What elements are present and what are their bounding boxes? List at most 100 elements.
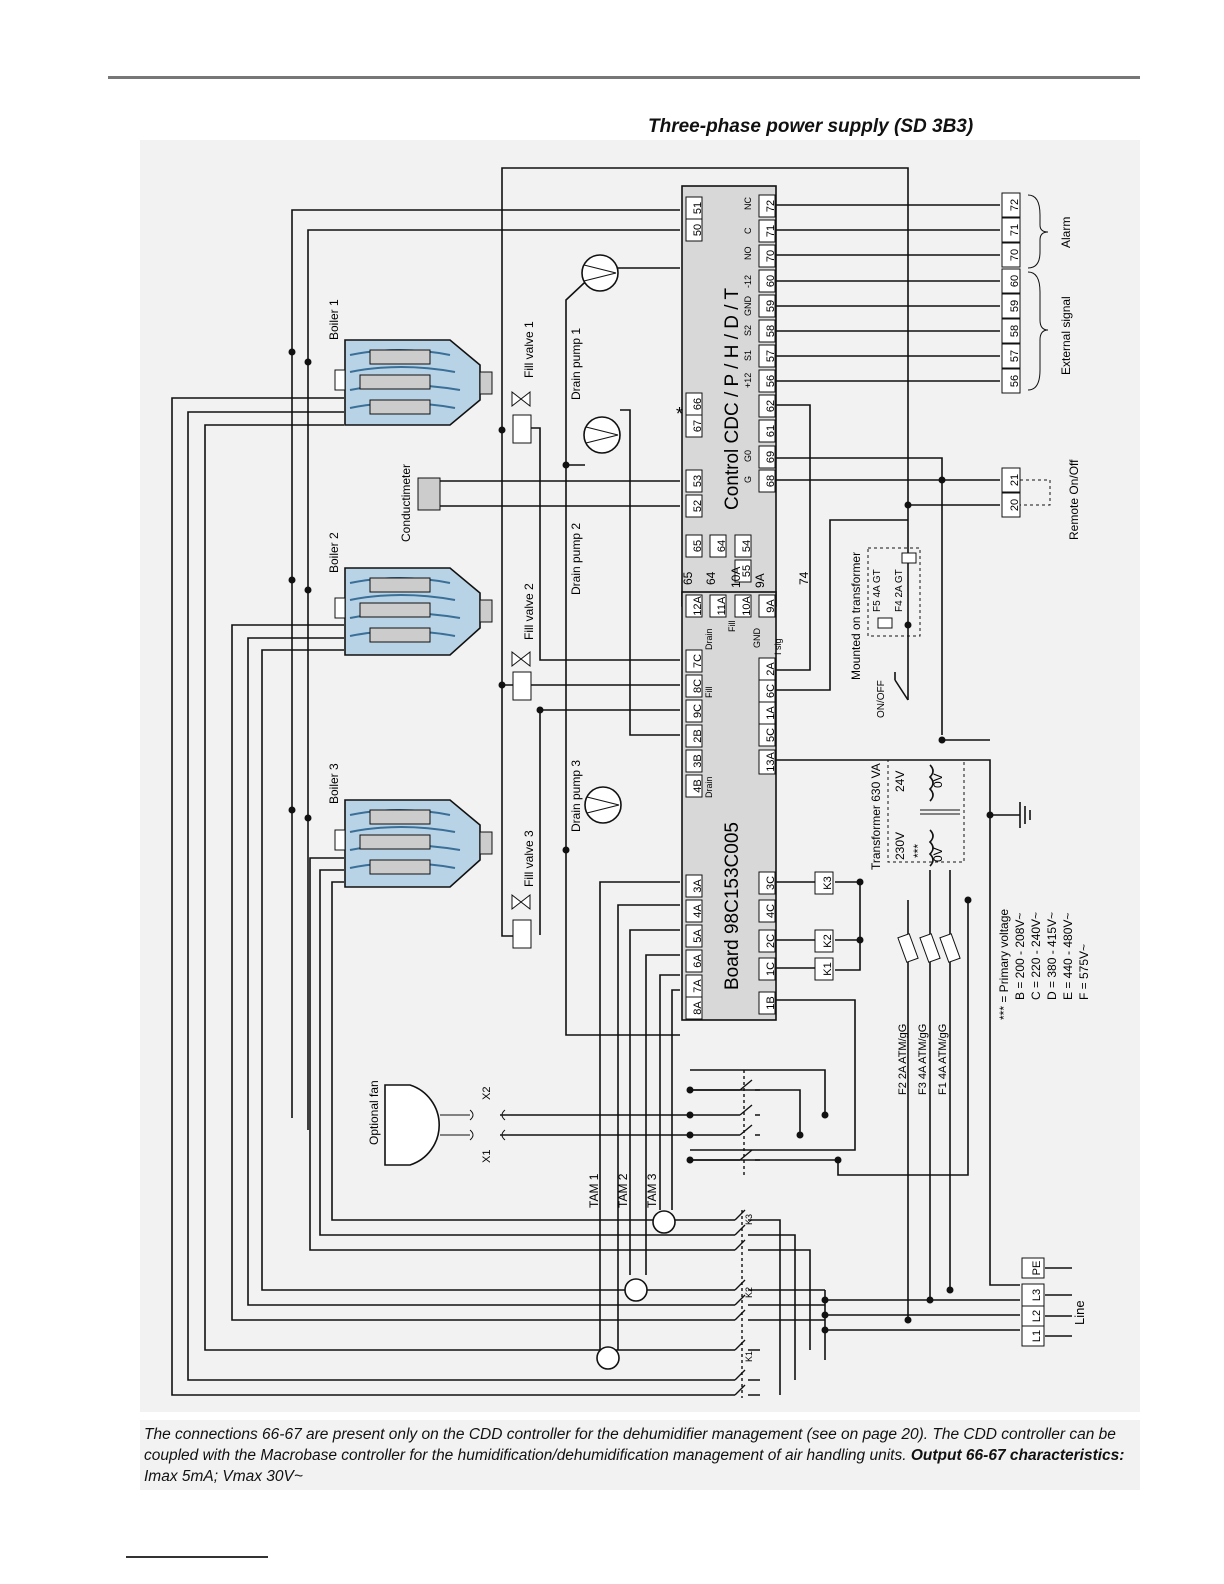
terminal: 51 <box>685 196 704 220</box>
terminal: 55 <box>734 559 753 583</box>
caption-gnd: GND <box>743 296 753 317</box>
tam-3-label: TAM 3 <box>645 1173 659 1208</box>
boiler-3 <box>334 799 493 888</box>
fuse-f1 <box>939 933 961 963</box>
terminal-label: L2 <box>1031 1310 1043 1322</box>
terminal: 72 <box>758 194 777 218</box>
mounted-on-transformer-label: Mounted on transformer <box>849 552 863 680</box>
terminal: 3B <box>685 749 704 773</box>
terminal: 58 <box>758 319 777 343</box>
alarm-label: Alarm <box>1059 217 1073 248</box>
boiler-3-label: Boiler 3 <box>327 763 341 804</box>
terminal-label: 69 <box>765 451 777 463</box>
terminal-label: 66 <box>692 398 704 410</box>
terminal: 2A <box>758 657 777 681</box>
fill-valve-3 <box>511 893 532 949</box>
terminal-label: 13A <box>765 752 777 772</box>
terminal: 56 <box>758 369 777 393</box>
terminal-label: 62 <box>765 400 777 412</box>
terminal-label: 56 <box>1009 375 1021 387</box>
f3-label: F3 4A ATM/gG <box>917 1024 929 1095</box>
terminal-label: 54 <box>741 540 753 552</box>
relay-label: K1 <box>822 962 834 975</box>
terminal-label: 2B <box>692 729 704 742</box>
label-74: 74 <box>797 571 811 585</box>
isig-label: I sig <box>773 638 783 655</box>
terminal: 3C <box>758 871 777 895</box>
label-65: 65 <box>681 571 695 585</box>
terminal: 71 <box>1001 217 1021 243</box>
contactor-k3-label: K3 <box>744 1214 754 1225</box>
caption-nc: NC <box>743 197 753 210</box>
fill-valve-3-label: Fill valve 3 <box>522 830 536 887</box>
terminal-label: 65 <box>692 540 704 552</box>
terminal-label: 8A <box>692 1001 704 1015</box>
terminal: 5C <box>758 723 777 747</box>
terminal-label: 71 <box>1009 224 1021 236</box>
terminal: 60 <box>758 269 777 293</box>
terminal-label: 1A <box>765 706 777 720</box>
footnote-caption: The connections 66-67 are present only o… <box>140 1420 1140 1490</box>
ground-icon <box>1019 802 1031 828</box>
terminal-label: 68 <box>765 475 777 487</box>
remote-onoff-label: Remote On/Off <box>1067 459 1081 540</box>
terminal-label: 71 <box>765 225 777 237</box>
board-interconnect-labels: 9A 10A 64 65 74 <box>681 567 811 588</box>
alarm-terminals: 72 71 70 <box>1001 192 1021 268</box>
caption-c: C <box>743 227 753 234</box>
x2-label: X2 <box>481 1087 493 1100</box>
terminal: 60 <box>1001 268 1021 294</box>
drain-pump-3-label: Drain pump 3 <box>569 760 583 832</box>
tam-1-sensor <box>596 1346 620 1370</box>
fuse-f4 <box>901 552 917 564</box>
terminal: 54 <box>734 534 753 558</box>
v24-label: 24V <box>893 771 907 792</box>
terminal: 66 <box>685 392 704 416</box>
tam-3-sensor <box>652 1210 676 1234</box>
contactor-k1-label: K1 <box>744 1351 754 1362</box>
terminal: 4A <box>685 899 704 923</box>
terminal-label: 21 <box>1009 474 1021 486</box>
mounted-fuse-box <box>867 547 921 637</box>
terminal: 59 <box>1001 293 1021 319</box>
terminal-label: 72 <box>1009 199 1021 211</box>
junction-dots <box>288 348 994 1334</box>
terminal: 70 <box>758 244 777 268</box>
board-sub-labels: Drain Fill GND I sig Fill Drain <box>704 621 783 799</box>
drain-pump-1 <box>581 254 619 292</box>
transformer-box <box>887 759 965 863</box>
terminal-label: 2A <box>765 662 777 676</box>
terminal-label: 2C <box>765 934 777 948</box>
terminal-label: 4B <box>692 779 704 792</box>
optional-fan-label: Optional fan <box>367 1080 381 1145</box>
fill-valve-2-label: Fill valve 2 <box>522 583 536 640</box>
caption-s1: S1 <box>743 350 753 361</box>
terminal-label: 64 <box>716 540 728 552</box>
terminal-label: 1C <box>765 962 777 976</box>
page-title: Three-phase power supply (SD 3B3) <box>648 116 974 137</box>
drain-label-mid: Drain <box>704 776 714 798</box>
drain-label-top: Drain <box>704 628 714 650</box>
terminal: 7A <box>685 974 704 998</box>
remote-terminals: 21 20 <box>1001 467 1021 518</box>
terminal-label: 10A <box>741 596 753 616</box>
terminal: 1C <box>758 957 777 981</box>
terminal-label: 4C <box>765 904 777 918</box>
terminal-label: 70 <box>1009 249 1021 261</box>
pv-item: F = 575V~ <box>1077 944 1091 1000</box>
terminal: 7C <box>685 649 704 673</box>
terminal-label: 8C <box>692 679 704 693</box>
terminal: 69 <box>758 445 777 469</box>
caption-text: The connections 66-67 are present only o… <box>144 1426 1116 1464</box>
terminal-label: 12A <box>692 596 704 616</box>
terminal-label: 5C <box>765 728 777 742</box>
pv-item: D = 380 - 415V~ <box>1045 912 1059 1000</box>
line-label: Line <box>1072 1300 1087 1325</box>
external-signal-label: External signal <box>1059 296 1073 375</box>
relays: K3 K2 K1 <box>814 871 834 981</box>
terminal: 50 <box>685 218 704 242</box>
terminal: 21 <box>1001 467 1021 493</box>
terminal-label: 60 <box>1009 275 1021 287</box>
conductimeter-label: Conductimeter <box>399 464 413 542</box>
gnd-label: GND <box>752 628 762 649</box>
